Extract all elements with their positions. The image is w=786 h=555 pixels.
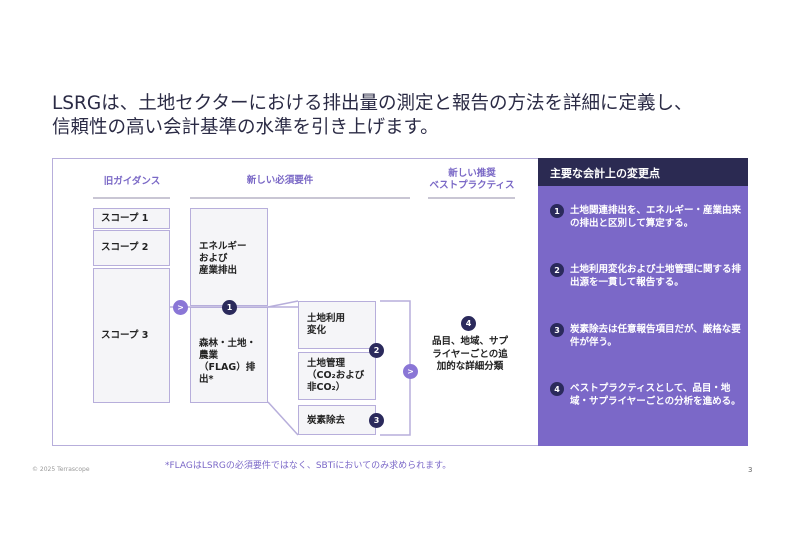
slide-title: LSRGは、土地セクターにおける排出量の測定と報告の方法を詳細に定義し、 信頼性… [52, 92, 693, 140]
text-line: および [199, 253, 228, 264]
item-text: 炭素除去は任意報告項目だが、厳格な要件が伴う。 [570, 324, 741, 348]
key-changes-panel [538, 158, 748, 446]
text-line: （FLAG）排出* [199, 362, 256, 385]
badge-4: 4 [550, 382, 564, 396]
text-line: 土地管理 [307, 358, 346, 369]
text-line: 品目、地域、サプ [431, 336, 508, 347]
text-line: 産業排出 [199, 265, 238, 276]
badge-2: 2 [550, 263, 564, 277]
badge-4: 4 [461, 316, 476, 331]
text-line: 加的な詳細分類 [436, 361, 504, 372]
text-line: （CO₂および [307, 370, 365, 381]
badge-1: 1 [222, 300, 237, 315]
col-header-required: 新しい必須要件 [246, 175, 314, 186]
scope-2-box: スコープ 2 [93, 230, 170, 266]
footnote: *FLAGはLSRGの必須要件ではなく、SBTiにおいてのみ求められます。 [165, 461, 452, 471]
text-line: 非CO₂） [307, 382, 346, 393]
carbon-removal-box: 炭素除去 [298, 405, 376, 435]
badge-3: 3 [369, 413, 384, 428]
col-header-old: 旧ガイダンス [103, 176, 161, 187]
badge-1: 1 [550, 204, 564, 218]
divider [93, 197, 170, 199]
header-line: ベストプラクティス [429, 180, 515, 191]
text-line: エネルギー [199, 241, 247, 252]
flag-box: 森林・土地・ 農業 （FLAG）排出* [190, 307, 268, 403]
divider [190, 197, 410, 199]
panel-item: 2 土地利用変化および土地管理に関する排出源を一貫して報告する。 [550, 263, 742, 289]
page-number: 3 [748, 466, 753, 474]
text-line: 変化 [307, 325, 327, 336]
land-management-box: 土地管理 （CO₂および 非CO₂） [298, 352, 376, 400]
badge-3: 3 [550, 323, 564, 337]
copyright: © 2025 Terrascope [32, 466, 90, 473]
item-text: 土地利用変化および土地管理に関する排出源を一貫して報告する。 [570, 264, 742, 288]
item-text: ベストプラクティスとして、品目・地域・サプライヤーごとの分析を進める。 [570, 383, 741, 407]
recommended-text: 品目、地域、サプ ライヤーごとの追 加的な詳細分類 [422, 336, 518, 374]
panel-item: 3 炭素除去は任意報告項目だが、厳格な要件が伴う。 [550, 323, 742, 349]
land-use-change-box: 土地利用 変化 [298, 301, 376, 349]
col-header-recommended: 新しい推奨 ベストプラクティス [420, 168, 524, 192]
text-line: ライヤーごとの追 [432, 348, 508, 360]
scope-3-box: スコープ 3 [93, 268, 170, 403]
scope-1-box: スコープ 1 [93, 208, 170, 229]
text-line: 農業 [199, 350, 219, 361]
panel-item: 1 土地関連排出を、エネルギー・産業由来の排出と区別して算定する。 [550, 204, 742, 230]
arrow-right-icon: > [403, 364, 418, 379]
divider [428, 197, 515, 199]
title-line: LSRGは、土地セクターにおける排出量の測定と報告の方法を詳細に定義し、 [52, 93, 693, 114]
text-line: 土地利用 [307, 313, 346, 324]
header-line: 新しい推奨 [448, 168, 496, 179]
energy-box: エネルギー および 産業排出 [190, 208, 268, 306]
title-line: 信頼性の高い会計基準の水準を引き上げます。 [52, 117, 439, 138]
panel-item: 4 ベストプラクティスとして、品目・地域・サプライヤーごとの分析を進める。 [550, 382, 742, 408]
text-line: 森林・土地・ [199, 338, 257, 349]
panel-header: 主要な会計上の変更点 [538, 158, 748, 186]
badge-2: 2 [369, 343, 384, 358]
item-text: 土地関連排出を、エネルギー・産業由来の排出と区別して算定する。 [570, 205, 742, 229]
arrow-right-icon: > [173, 300, 188, 315]
